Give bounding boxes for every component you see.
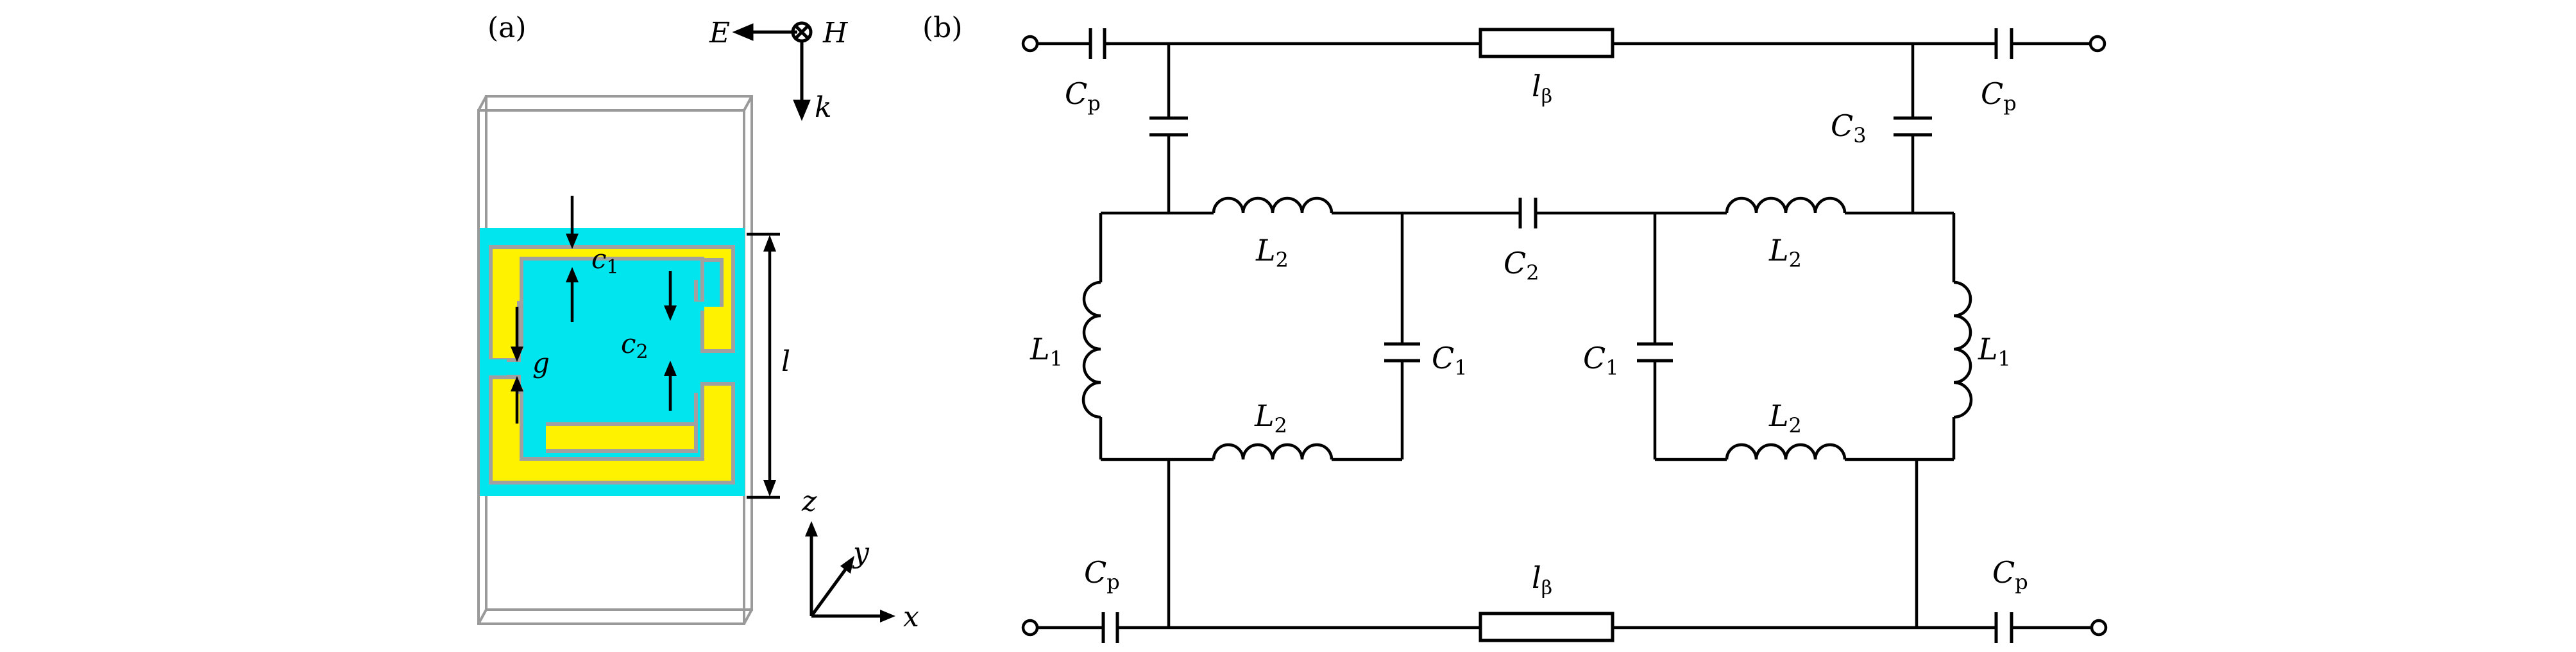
terminal-bottom-left (1021, 619, 1039, 637)
resonator-inner-cyan (523, 261, 700, 457)
l-beta-bottom-resistor (1479, 612, 1614, 642)
l1-left-label: L1 (1030, 332, 1063, 371)
l2-bottom-right-label: L2 (1768, 399, 1802, 438)
cp-bottom-right-label: Cp (1992, 555, 2028, 594)
resonator-outline (489, 245, 735, 485)
l2-top-right-label: L2 (1768, 233, 1802, 272)
c3-label: C3 (1831, 108, 1867, 148)
terminal-bottom-right (2090, 619, 2108, 637)
panel-b: (b) (922, 12, 2108, 643)
h-field-label: H (822, 17, 849, 49)
l-beta-bottom-label: lβ (1532, 560, 1552, 599)
circuit-wires (1035, 42, 2094, 630)
l1-right-inductor (1953, 280, 1973, 419)
panel-b-label: (b) (922, 12, 963, 44)
l-label: l (781, 345, 790, 378)
y-axis (809, 565, 850, 617)
l2-bottom-right-inductor (1725, 443, 1847, 460)
terminals (1021, 35, 2108, 637)
e-field-label: E (709, 17, 730, 49)
l2-bottom-left-label: L2 (1254, 399, 1287, 438)
c1-label: c1 (591, 243, 619, 279)
terminal-top-left (1021, 35, 1039, 53)
coordinate-axes (805, 521, 895, 622)
c2-label: C2 (1504, 246, 1539, 285)
panel-a-label: (a) (487, 12, 527, 44)
cp-top-right-label: Cp (1981, 76, 2017, 116)
capacitor-plates (1089, 28, 2013, 643)
l2-bottom-left-inductor (1212, 443, 1334, 460)
l2-top-right-inductor (1725, 196, 1847, 214)
e-field-arrowhead (732, 23, 754, 41)
g-label: g (532, 347, 550, 379)
h-field-cross-2 (794, 24, 809, 40)
field-orientation (732, 21, 813, 121)
c1-left-label: C1 (1432, 341, 1468, 380)
cp-top-left-label: Cp (1065, 76, 1101, 116)
c1-right-label: C1 (1583, 341, 1619, 380)
k-vector-arrowhead (793, 99, 811, 121)
l-beta-top-label: lβ (1532, 69, 1552, 108)
inductors (1081, 196, 1973, 460)
k-vector-label: k (815, 91, 832, 124)
l2-top-left-label: L2 (1255, 233, 1289, 272)
c2-label: c2 (621, 328, 648, 363)
panel-a: (a) E H k (477, 12, 919, 633)
dimension-arrows (511, 196, 780, 499)
y-axis-label: y (852, 536, 870, 569)
l1-left-inductor (1081, 280, 1101, 419)
l2-top-left-inductor (1212, 196, 1334, 214)
resonator-metal (493, 249, 731, 481)
x-axis-label: x (903, 601, 919, 633)
l-beta-top-resistor (1479, 28, 1614, 58)
cp-bottom-left-label: Cp (1084, 555, 1120, 594)
z-axis-label: z (801, 485, 817, 518)
l1-right-label: L1 (1978, 332, 2011, 371)
terminal-top-right (2089, 35, 2106, 53)
